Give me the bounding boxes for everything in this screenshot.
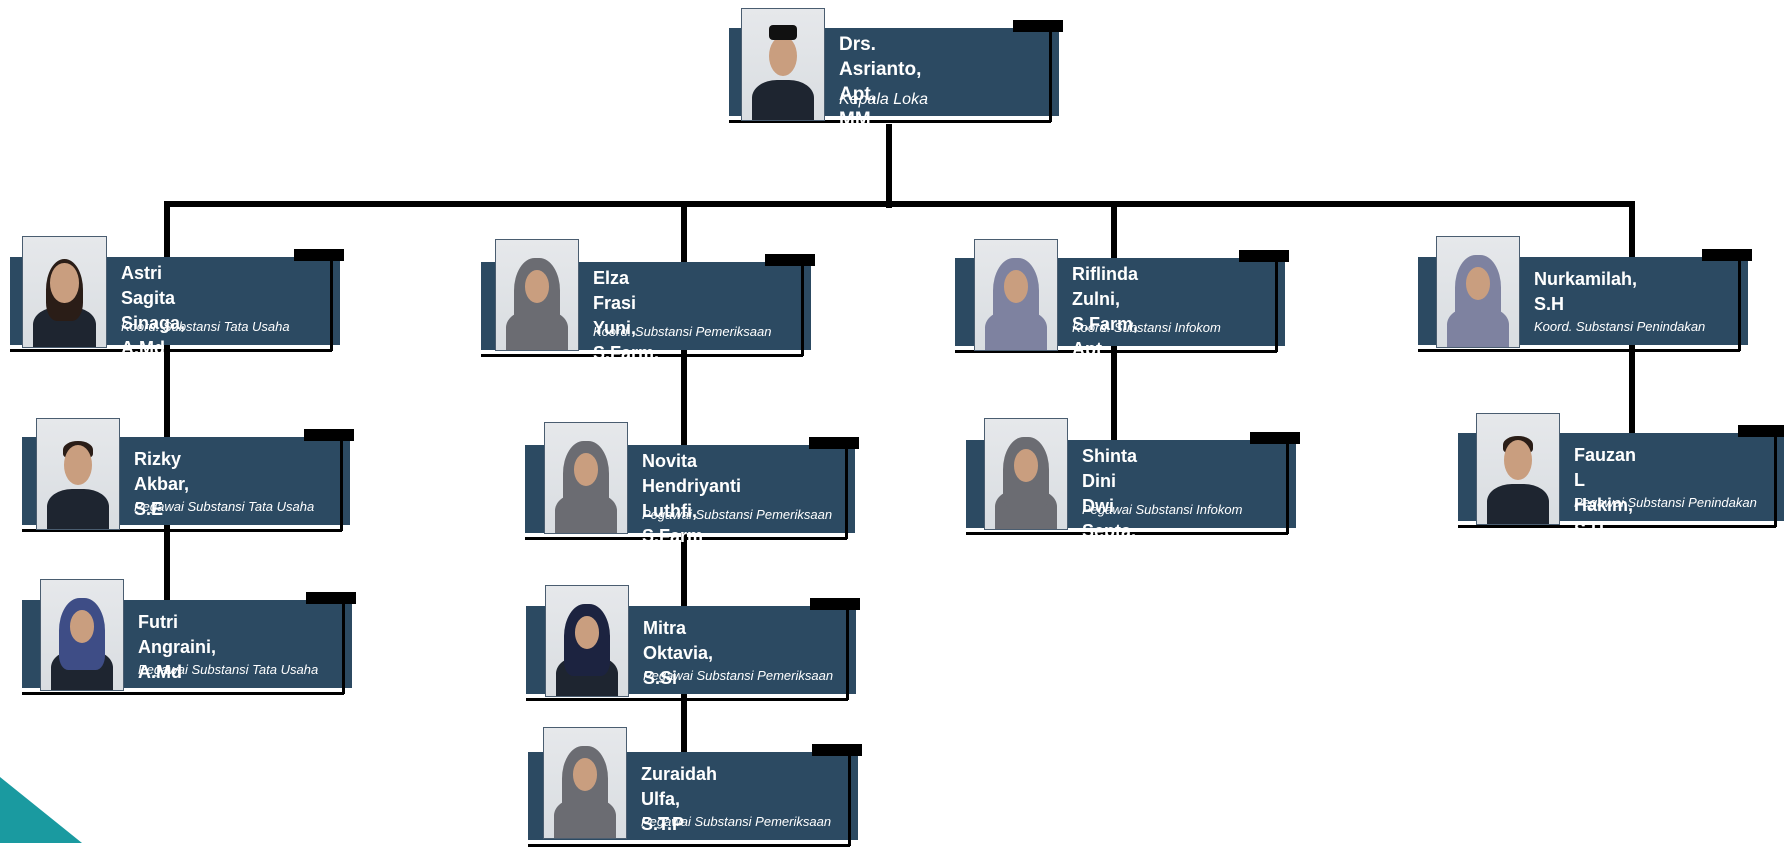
person-name: Mitra Oktavia, S.Si [643, 618, 714, 688]
woman-lavender-hijab-photo [1436, 236, 1520, 348]
person-name: Astri Sagita Sinaga, A.Md [121, 263, 186, 358]
woman-long-hair-photo [22, 236, 107, 348]
card-corner-tab [1738, 425, 1784, 437]
card-frame-right [342, 594, 345, 694]
card-frame-right [340, 431, 343, 531]
card-corner-tab [765, 254, 815, 266]
card-frame-bottom [481, 354, 803, 357]
person-name: Rizky Akbar, S.E [134, 449, 190, 519]
card-frame-bottom [22, 692, 344, 695]
connector-column-3-top [1111, 201, 1117, 258]
person-name: Fauzan L Hakim, S.H [1574, 445, 1637, 540]
card-frame-right [1049, 22, 1052, 122]
person-peci-photo [741, 8, 825, 121]
person-role: Pegawai Substansi Tata Usaha [138, 662, 319, 677]
person-role: Kepala Loka [839, 91, 928, 108]
card-frame-right [845, 439, 848, 539]
person-role: Koord. Substansi Penindakan [1534, 319, 1706, 334]
person-name: Drs. Asrianto, Apt, MM [839, 34, 922, 130]
card-frame-bottom [1418, 349, 1740, 352]
person-role: Pegawai Substansi Pemeriksaan [643, 668, 834, 683]
person-role: Koord. Substansi Tata Usaha [121, 319, 290, 334]
card-frame-bottom [966, 532, 1288, 535]
man-glasses-photo [1476, 413, 1560, 525]
connector-head-down [886, 124, 892, 208]
card-corner-tab [304, 429, 354, 441]
person-role: Pegawai Substansi Infokom [1082, 502, 1243, 517]
card-frame-bottom [10, 349, 332, 352]
card-frame-right [1286, 434, 1289, 534]
person-role: Pegawai Substansi Pemeriksaan [641, 814, 832, 829]
card-corner-tab [1250, 432, 1300, 444]
person-role: Pegawai Substansi Pemeriksaan [642, 507, 833, 522]
card-frame-right [1275, 252, 1278, 352]
card-frame-bottom [955, 350, 1277, 353]
connector-column-3-down [1111, 346, 1117, 450]
card-corner-tab [306, 592, 356, 604]
card-frame-right [1774, 427, 1777, 527]
teal-corner-decoration [0, 777, 82, 843]
person-name: Riflinda Zulni, S.Farm, Apt [1072, 264, 1139, 359]
card-frame-bottom [729, 120, 1051, 123]
card-frame-bottom [526, 698, 848, 701]
connector-column-4-down [1629, 345, 1635, 443]
woman-lavender-hijab-photo [974, 239, 1058, 351]
card-frame-right [1738, 251, 1741, 351]
card-frame-bottom [22, 529, 342, 532]
card-corner-tab [812, 744, 862, 756]
person-role: Pegawai Substansi Penindakan [1574, 495, 1757, 510]
card-corner-tab [1702, 249, 1752, 261]
woman-navy-hijab-photo [545, 585, 629, 697]
card-corner-tab [810, 598, 860, 610]
woman-patterned-hijab-photo [40, 579, 124, 691]
card-frame-right [848, 746, 851, 846]
person-role: Pegawai Substansi Tata Usaha [134, 499, 315, 514]
person-role: Koord. Substansi Infokom [1072, 320, 1221, 335]
person-name: Zuraidah Ulfa, S.T.P [641, 764, 718, 834]
connector-bus [164, 201, 1635, 207]
card-frame-bottom [525, 537, 847, 540]
person-name: Futri Angraini, A.Md [138, 612, 217, 682]
card-frame-right [801, 256, 804, 356]
card-frame-right [330, 251, 333, 351]
person-name: Novita Hendriyanti Luthfi, S.Farm ,Apt [642, 451, 742, 571]
card-corner-tab [1239, 250, 1289, 262]
card-corner-tab [294, 249, 344, 261]
person-name: Elza Frasi Yuni, S.Farm, Apt [593, 268, 660, 388]
card-frame-right [846, 600, 849, 700]
card-corner-tab [1013, 20, 1063, 32]
woman-grey-hijab-photo [984, 418, 1068, 530]
connector-column-2-top [681, 201, 687, 262]
woman-grey-hijab-photo [543, 727, 627, 839]
connector-column-4-top [1629, 201, 1635, 257]
woman-grey-hijab-photo [495, 239, 579, 351]
person-role: Koord. Substansi Pemeriksaan [593, 324, 772, 339]
person-name: Shinta Dini Dwi Septa, S.K.M [1082, 446, 1138, 566]
card-corner-tab [809, 437, 859, 449]
connector-column-1-top [164, 201, 170, 257]
person-name: Nurkamilah, S.H [1534, 269, 1638, 314]
woman-grey-hijab-photo [544, 422, 628, 534]
card-frame-bottom [1458, 525, 1776, 528]
connector-column-2-down [681, 350, 687, 762]
man-photo [36, 418, 120, 530]
